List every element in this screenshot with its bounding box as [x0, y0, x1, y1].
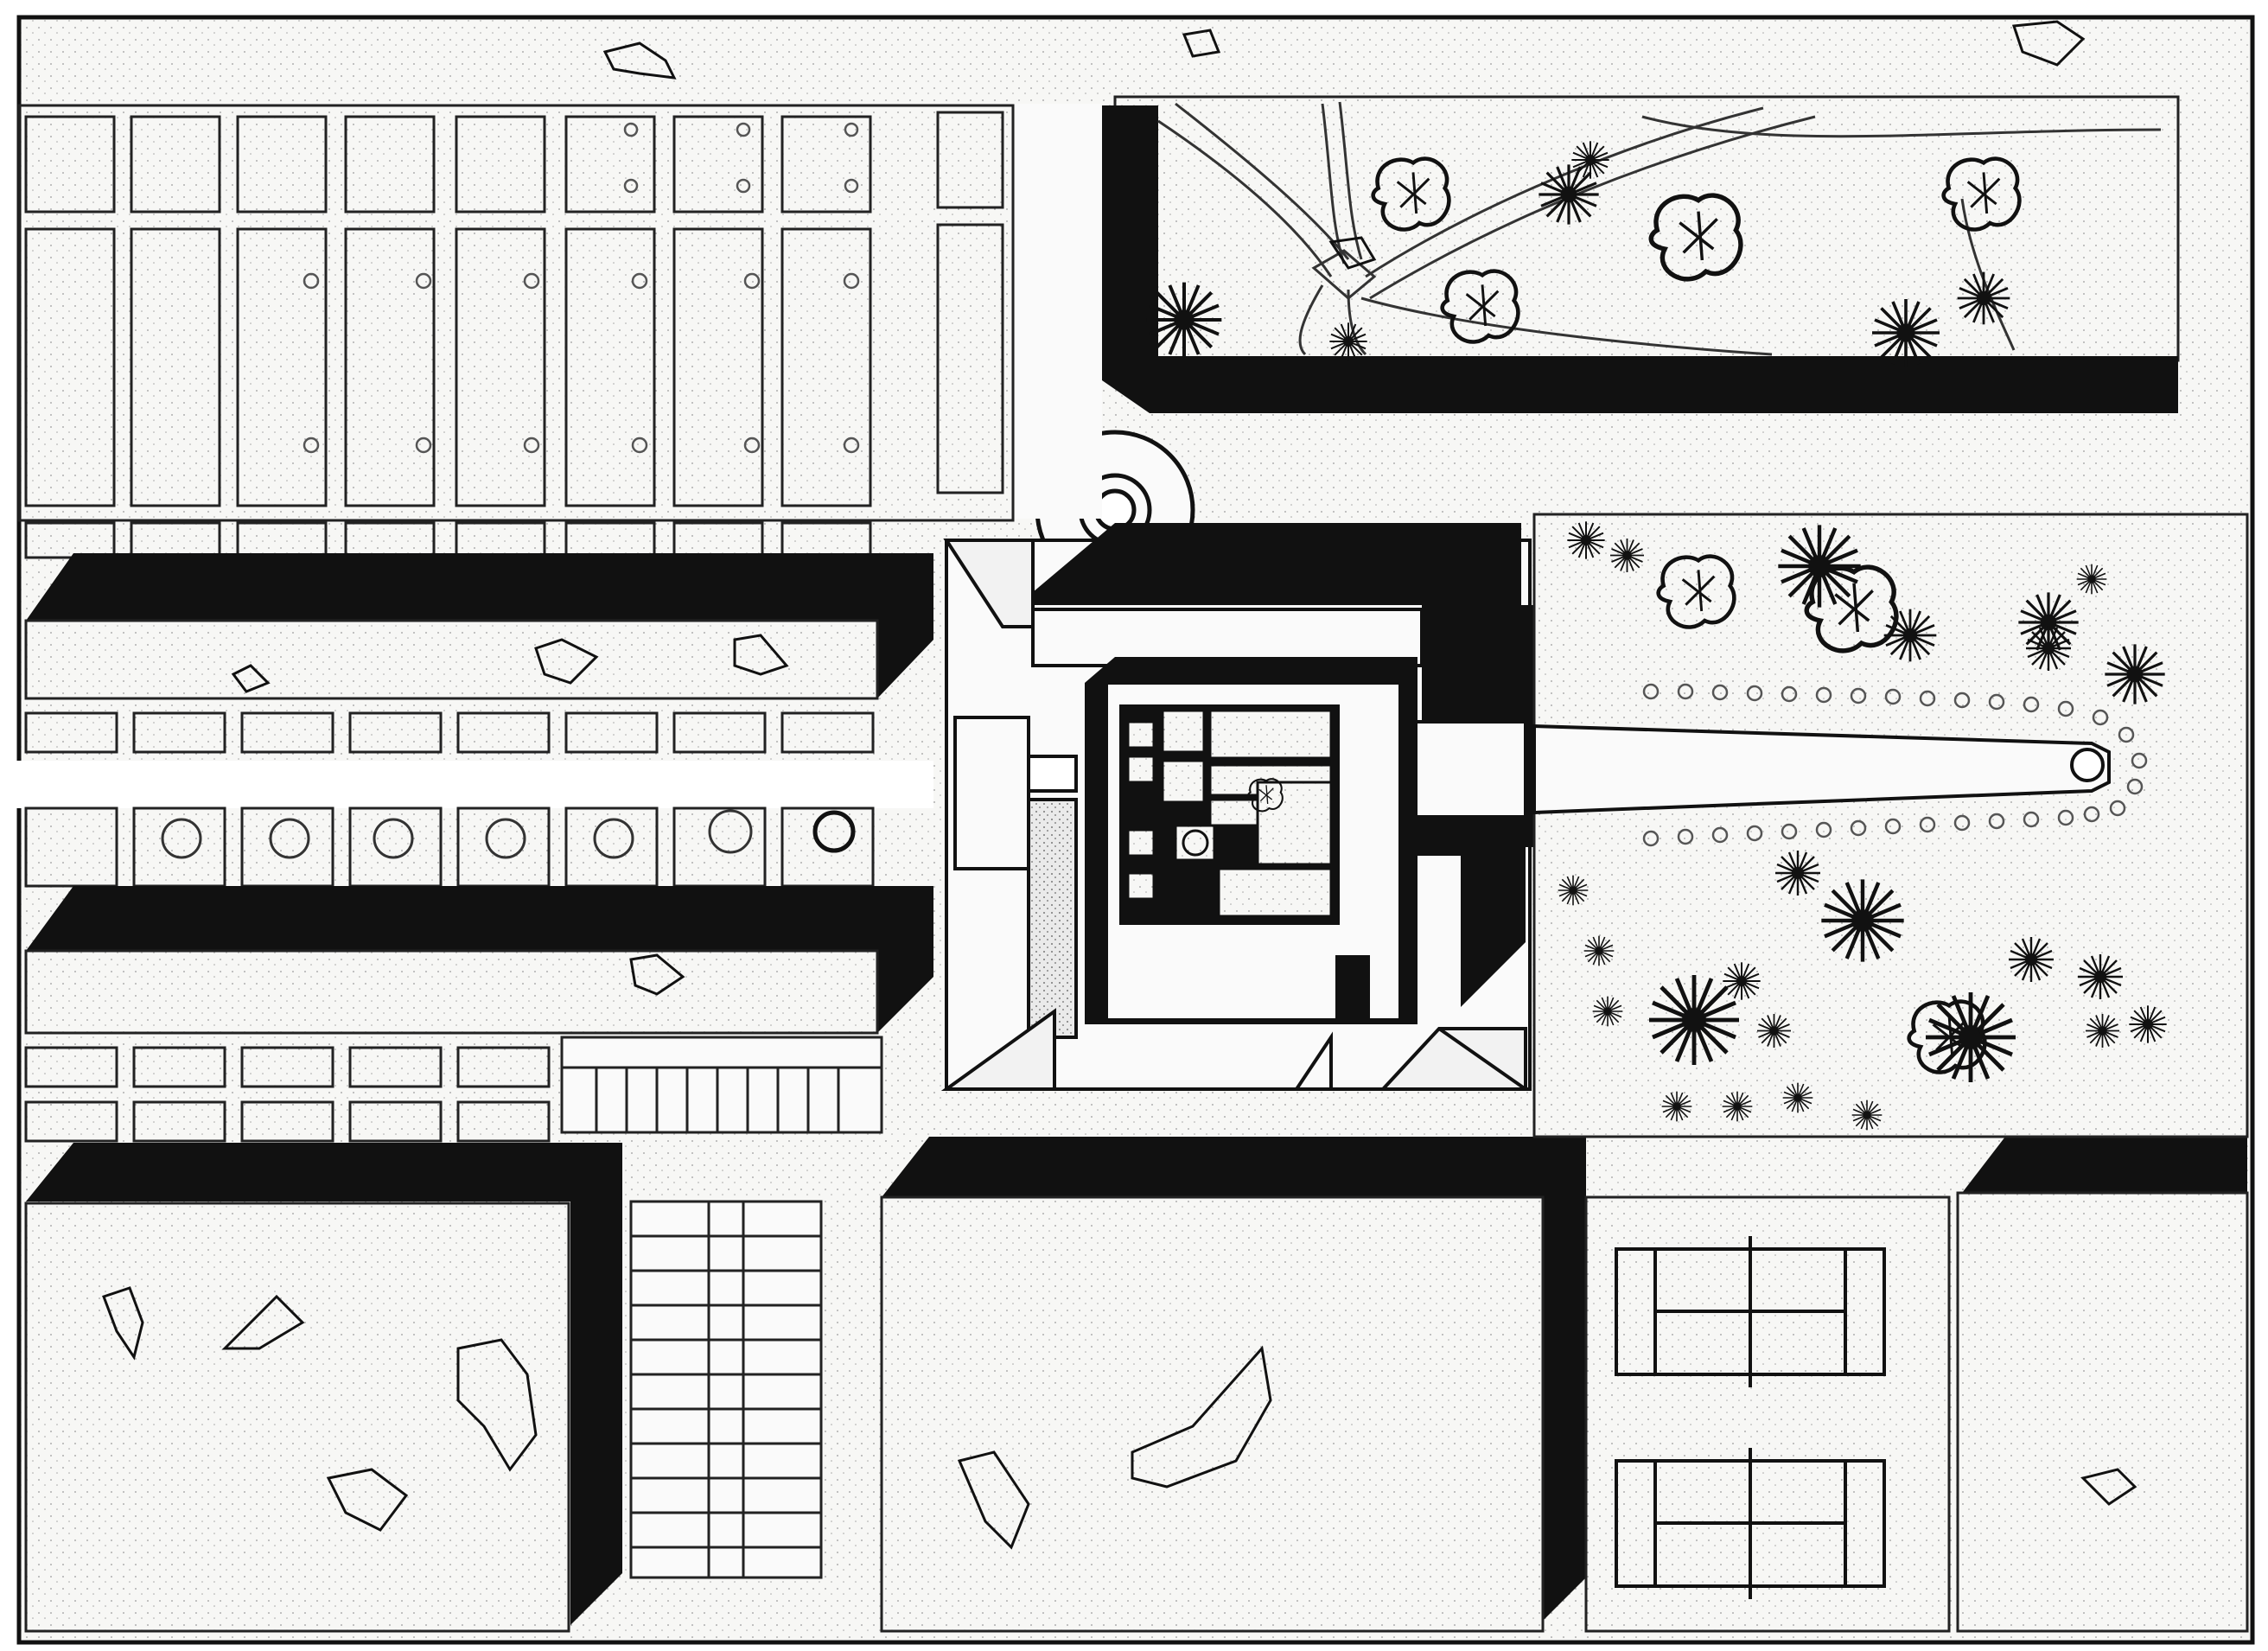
- building-wing-west: [953, 716, 1030, 870]
- building-south-notch: [1335, 955, 1370, 1020]
- small-plots-row-c: [24, 1046, 551, 1143]
- building-west-bar: [1027, 755, 1078, 793]
- allee-walk: [1532, 724, 2111, 815]
- wall-southwest: [26, 1143, 622, 1625]
- stair-treads: [631, 1202, 821, 1578]
- courtyard-fountain: [1182, 829, 1209, 857]
- tennis-court-north: [1615, 1236, 1886, 1387]
- building-slab-north: [1031, 608, 1424, 667]
- building-dark-block-north: [1033, 523, 1521, 605]
- hip-roof-ridge: [1437, 1027, 1527, 1091]
- lawn-south-center: [880, 1195, 1545, 1633]
- wall-left-upper: [26, 553, 933, 698]
- tennis-court-south: [1615, 1448, 1886, 1599]
- plot-circle-markers: [161, 809, 856, 859]
- building-dark-east-lower: [1374, 817, 1526, 1007]
- court-yard: [1584, 1195, 1951, 1633]
- plot-grid-markers: [303, 122, 860, 454]
- lawn-strip-upper: [24, 619, 879, 700]
- wall-north-garden: [1102, 105, 2178, 413]
- garden-east: [1532, 513, 2249, 1138]
- allee-trees: [1642, 683, 2148, 847]
- small-plots-row-a: [24, 711, 875, 754]
- garden-north: [1113, 95, 2180, 362]
- hip-roof-southeast: [1379, 1027, 1527, 1091]
- building-wing-west-stipple: [1027, 798, 1078, 1039]
- lawn-southeast: [1956, 1191, 2249, 1633]
- wall-south-center: [882, 1137, 1586, 1621]
- lawn-southwest: [24, 1202, 570, 1633]
- pergola-slats: [562, 1066, 882, 1132]
- stepping-stones: [102, 20, 2137, 1550]
- small-plots-row-b: [24, 806, 875, 888]
- white-walkway-west: [0, 761, 933, 808]
- wall-left-middle: [26, 886, 933, 1033]
- allee-terminus: [2070, 748, 2105, 782]
- lawn-strip-lower: [24, 949, 879, 1035]
- wall-southeast: [1962, 1137, 2247, 1193]
- hip-roof-southwest: [940, 1008, 1056, 1091]
- pergola-south: [560, 1036, 883, 1134]
- plot-grid-north: [24, 111, 1004, 559]
- hip-roof-south-mid: [1293, 1031, 1333, 1091]
- garden-paths: [1157, 101, 2162, 356]
- white-walkway-north-south: [1016, 104, 1102, 519]
- stair-block: [629, 1200, 823, 1579]
